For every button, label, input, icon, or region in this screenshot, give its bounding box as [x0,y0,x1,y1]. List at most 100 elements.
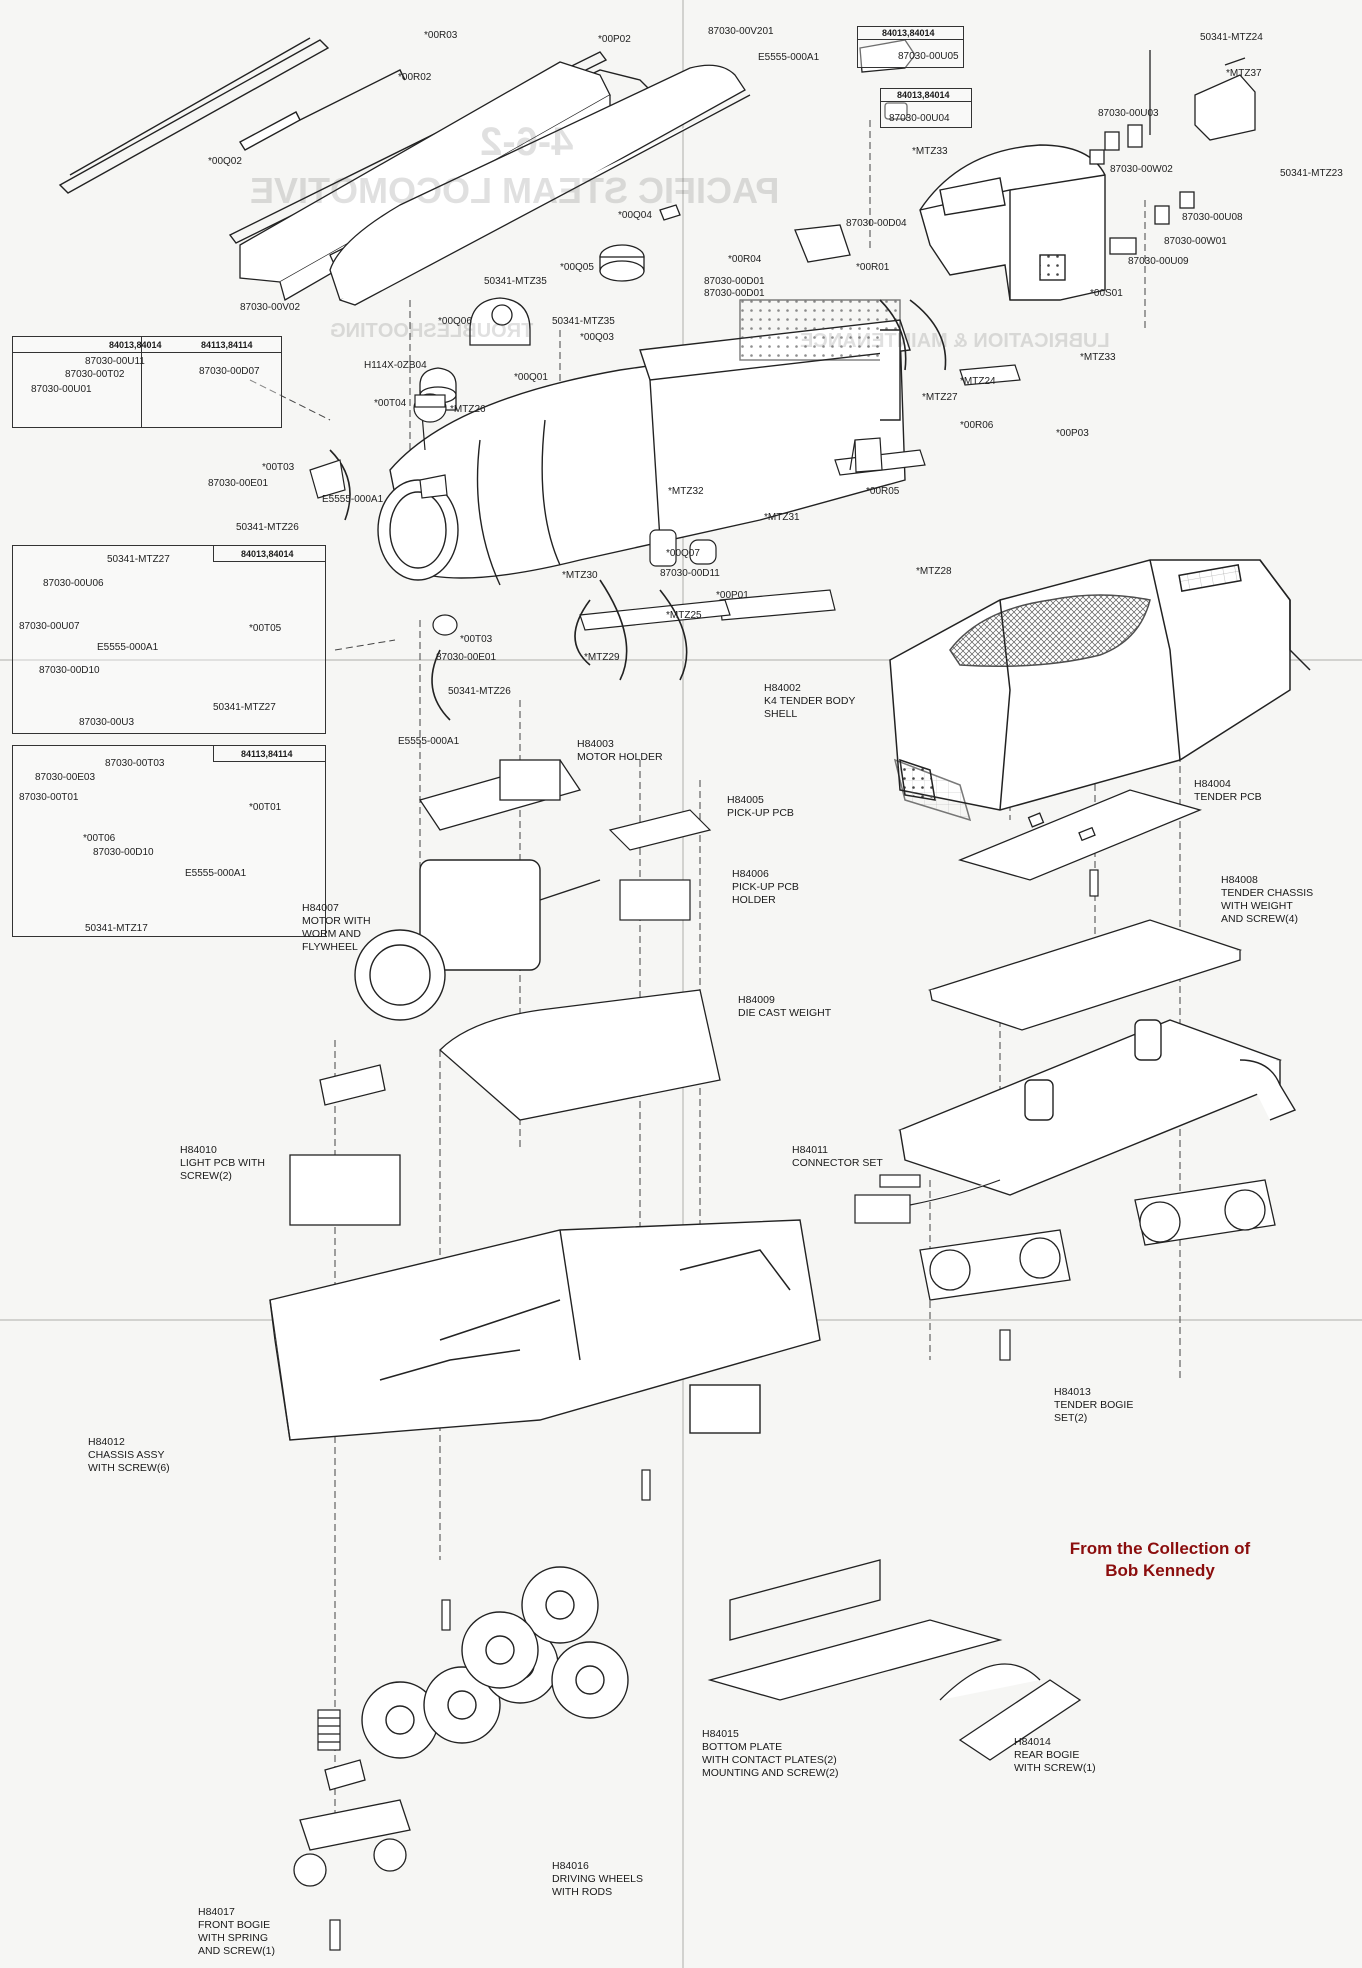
light-pcb-chassis-front [289,1064,401,1226]
part-label: 87030-00U09 [1128,256,1189,267]
part-label: 87030-00V02 [240,302,301,313]
tender-bogies [919,1179,1276,1301]
show-through-heading: 4-6-2 [480,120,574,164]
tender-body [889,559,1311,822]
part-label: 50341-MTZ35 [552,316,615,327]
part-label: 50341-MTZ17 [85,923,148,934]
box-a-header-rule [13,352,281,354]
part-label: 87030-00D01 [704,276,765,287]
cab-body [919,144,1106,301]
part-label: *MTZ30 [562,570,598,581]
part-label: *00T03 [460,634,493,645]
part-label: 87030-00E03 [35,772,96,783]
box-c-header-1: 84113,84114 [241,749,293,759]
part-label: *00T04 [374,398,407,409]
bottom-plate [707,1559,1003,1701]
screws-springs [317,869,1099,1951]
rear-bogie [939,1663,1082,1761]
tender-weight [927,919,1243,1031]
part-label: 50341-MTZ27 [213,702,276,713]
curved-pipes [329,299,947,721]
part-label: *MTZ26 [450,404,486,415]
box-b-header-1: 84013,84014 [241,549,294,559]
tender-pcb [958,789,1202,881]
cab-detail-parts [1089,50,1256,255]
part-label: *00Q01 [514,372,548,383]
part-label: 87030-00T02 [65,369,125,380]
part-label: E5555-000A1 [97,642,159,653]
box-a-divider [141,337,143,427]
part-label: 87030-00U05 [898,51,959,62]
parts-box-b: 84013,84014 50341-MTZ27 87030-00U06 8703… [12,545,326,734]
part-label: 50341-MTZ24 [1200,32,1263,43]
locomotive-chassis [269,1219,821,1441]
box-b-header-cell [213,546,326,562]
part-label: 87030-00U04 [889,113,950,124]
part-label: *MTZ24 [960,376,996,387]
part-label: *00R01 [856,262,890,273]
part-label: 87030-00D11 [660,568,720,579]
driving-wheels [361,1566,629,1759]
part-label: 87030-00D10 [93,847,154,858]
part-label: 87030-00U06 [43,578,104,589]
part-label: H114X-0ZB04 [364,360,427,371]
part-label: E5555-000A1 [398,736,460,747]
parts-box-a: 84013,84014 84113,84114 87030-00U11 8703… [12,336,282,428]
part-label: *MTZ27 [922,392,958,403]
domes [419,297,531,411]
part-label: *00P03 [1056,428,1089,439]
part-label: *MTZ33 [912,146,948,157]
part-label: 87030-00V201 [708,26,774,37]
box-d-rule [858,39,963,41]
part-label: *MTZ33 [1080,352,1116,363]
part-label: *00R06 [960,420,994,431]
part-label: *MTZ25 [666,610,702,621]
part-label: *00Q03 [580,332,614,343]
collection-note: From the Collection of Bob Kennedy [1030,1538,1290,1582]
part-label: 87030-00U07 [19,621,80,632]
part-label: *00T05 [249,623,282,634]
part-label: *00T06 [83,833,116,844]
part-label: 50341-MTZ23 [1280,168,1343,179]
part-label: 87030-00W01 [1164,236,1227,247]
part-label: *00Q05 [560,262,594,273]
pickup-pcb [608,809,712,921]
box-e-header: 84013,84014 [897,90,950,100]
show-through-heading: TROUBLESHOOTING [330,320,534,342]
part-label: *00R05 [866,486,900,497]
part-label: 87030-00U11 [85,356,145,367]
small-castings [413,389,883,567]
part-label: 87030-00E01 [208,478,269,489]
part-label: 87030-00U03 [1098,108,1159,119]
tender-chassis [898,1019,1297,1196]
box-c-header-cell [213,746,326,762]
part-label: 87030-00D01 [704,288,765,299]
part-label: *MTZ28 [916,566,952,577]
part-label: 50341-MTZ27 [107,554,170,565]
box-e-rule [881,101,971,103]
part-label: E5555-000A1 [758,52,820,63]
part-label: 50341-MTZ26 [448,686,511,697]
part-label: *00Q07 [666,548,700,559]
parts-box-e: 84013,84014 87030-00U04 [880,88,972,128]
box-a-header-2: 84113,84114 [201,340,253,350]
connector-set [854,1174,1001,1224]
part-label: 87030-00U08 [1182,212,1243,223]
part-label: *00Q02 [208,156,242,167]
part-label: 50341-MTZ26 [236,522,299,533]
valve-gear [379,1249,791,1381]
part-label: 87030-00D07 [199,366,260,377]
motor [354,859,601,1021]
part-label: *MTZ32 [668,486,704,497]
